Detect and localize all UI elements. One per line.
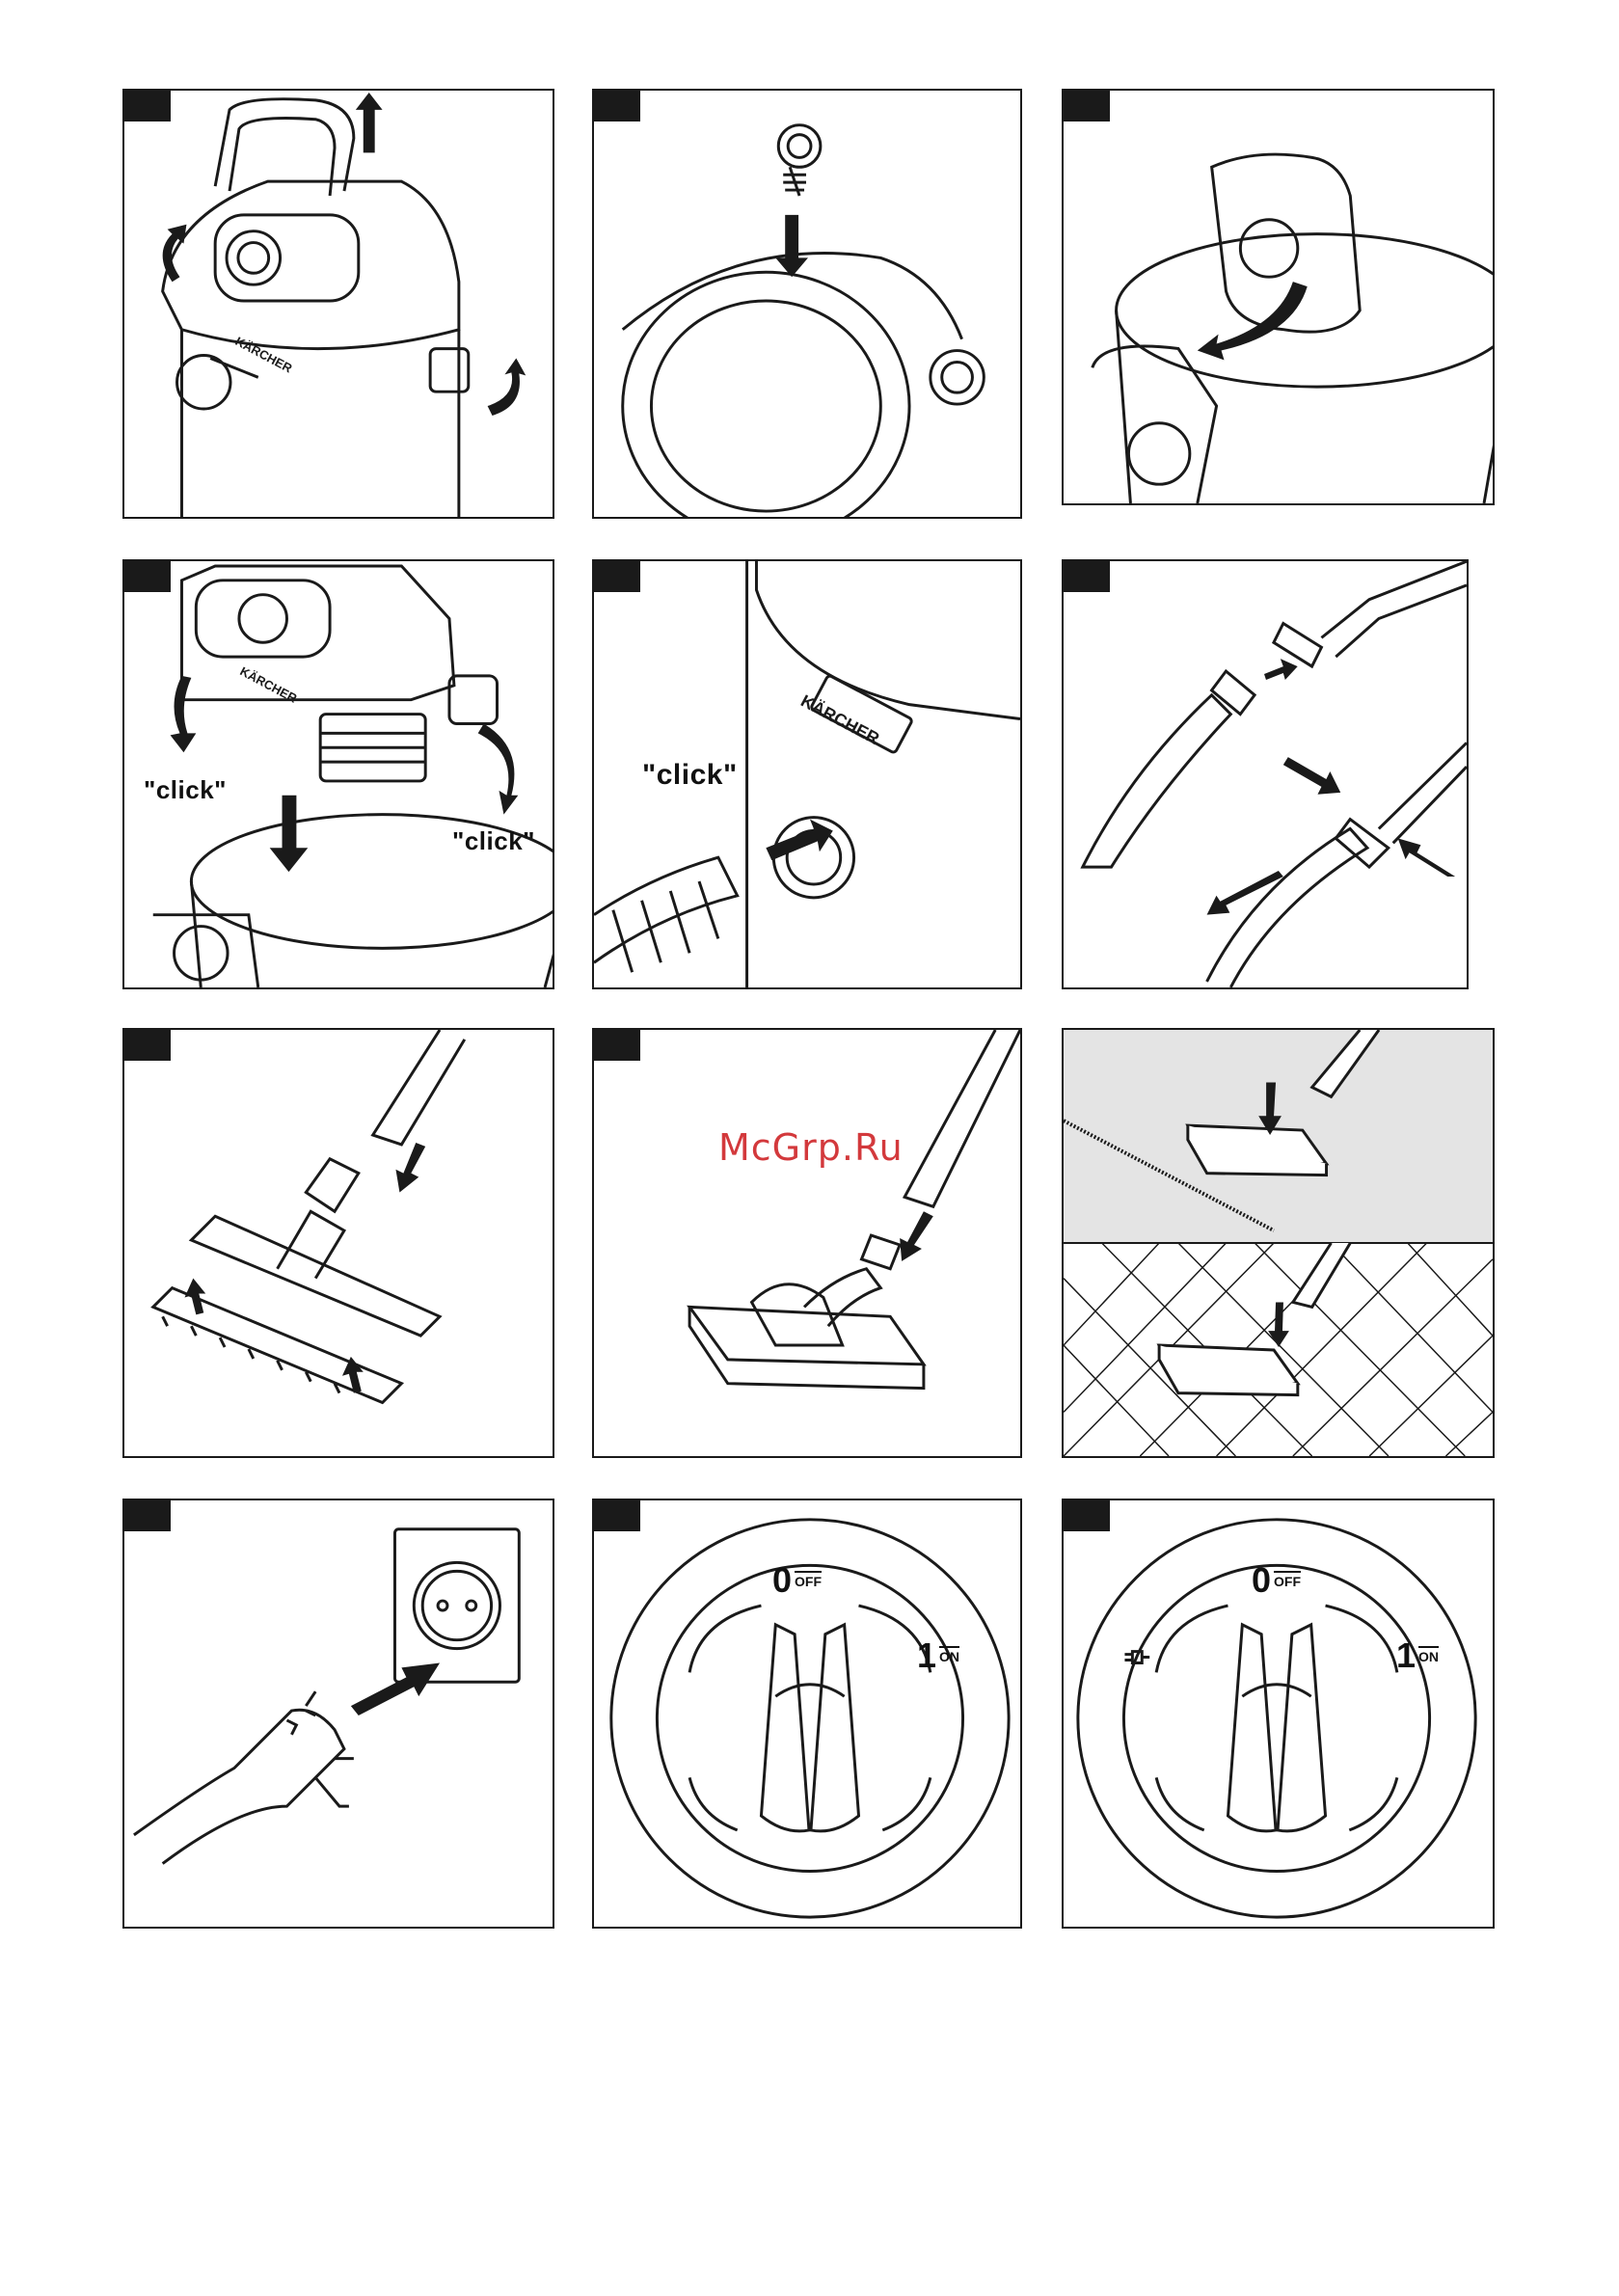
off-digit: 0 [1252, 1560, 1271, 1600]
floor-type-switch-illustration [1064, 1030, 1493, 1456]
brand-label: KÄRCHER [797, 691, 882, 749]
float-valve-insert-illustration [594, 91, 1020, 517]
plug-in-illustration [124, 1500, 553, 1927]
on-digit: 1 [1396, 1635, 1416, 1675]
click-label-right: "click" [452, 826, 535, 856]
site-watermark: McGrp.Ru [718, 1126, 904, 1169]
on-digit: 1 [917, 1635, 936, 1675]
figure-panel-6 [1062, 559, 1469, 989]
figure-panel-9 [1062, 1028, 1495, 1458]
off-tag: OFF [1274, 1571, 1301, 1589]
figure-panel-3 [1062, 89, 1495, 505]
on-tag: ON [1418, 1646, 1439, 1664]
figure-panel-5: KÄRCHER "click" [592, 559, 1022, 989]
figure-panel-10 [122, 1499, 554, 1929]
filter-attach-illustration: KÄRCHER [124, 561, 553, 987]
figure-panel-2 [592, 89, 1022, 519]
filter-bag-insert-illustration [1064, 91, 1493, 503]
click-label: "click" [642, 759, 738, 792]
handle-attach-illustration [1064, 561, 1467, 987]
vacuum-open-handle-illustration: KÄRCHER [124, 91, 553, 517]
figure-panel-1: KÄRCHER [122, 89, 554, 519]
off-digit: 0 [772, 1560, 792, 1600]
off-tag: OFF [795, 1571, 822, 1589]
figure-panel-8 [592, 1028, 1022, 1458]
figure-panel-7 [122, 1028, 554, 1458]
floor-nozzle-insert-illustration [124, 1030, 553, 1456]
on-tag: ON [939, 1646, 959, 1664]
click-label-left: "click" [144, 775, 227, 805]
figure-panel-4: KÄRCHER "click" "click" [122, 559, 554, 989]
carpet-nozzle-illustration [594, 1030, 1020, 1456]
